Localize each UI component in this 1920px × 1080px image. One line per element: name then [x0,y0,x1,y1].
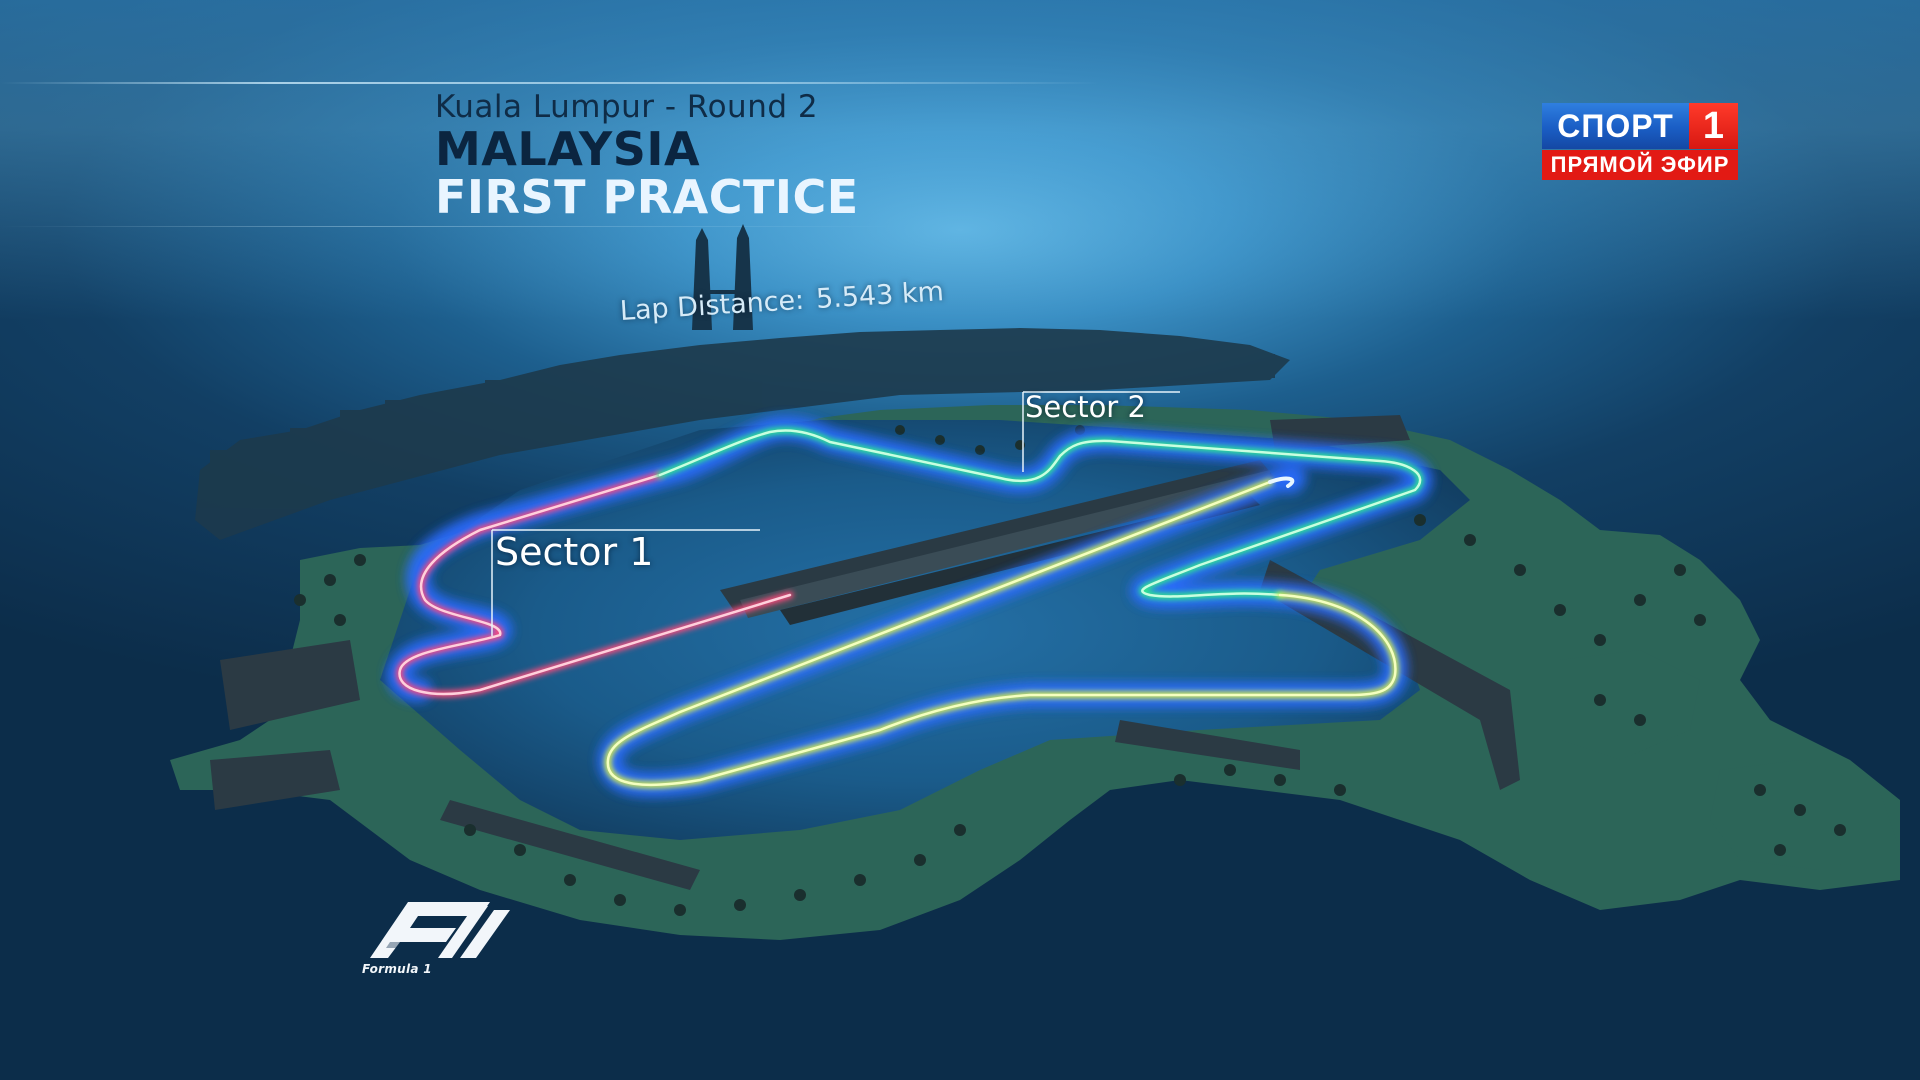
session-title: FIRST PRACTICE [435,170,859,224]
channel-number: 1 [1689,103,1738,149]
session-header: Kuala Lumpur - Round 2 MALAYSIA FIRST PR… [435,88,859,222]
city-skyline [195,328,1290,540]
sector-1-label: Sector 1 [495,530,654,574]
header-divider-top [0,82,1100,84]
sector-2-label: Sector 2 [1025,390,1146,424]
channel-logo-top: СПОРТ 1 [1542,103,1738,149]
channel-name: СПОРТ [1542,103,1689,149]
track-sectors [396,426,1424,789]
f1-caption: Formula 1 [362,962,432,976]
channel-logo: СПОРТ 1 ПРЯМОЙ ЭФИР [1542,103,1738,180]
live-badge: ПРЯМОЙ ЭФИР [1542,150,1738,180]
trees [294,425,1846,916]
event-subtitle: Kuala Lumpur - Round 2 [435,89,819,125]
header-divider-bottom [0,226,900,227]
petronas-towers [692,224,753,330]
sector-markers [491,391,1180,636]
grand-prix-title: MALAYSIA [435,122,701,176]
grandstands [210,415,1520,890]
f1-logo-icon [370,902,510,958]
